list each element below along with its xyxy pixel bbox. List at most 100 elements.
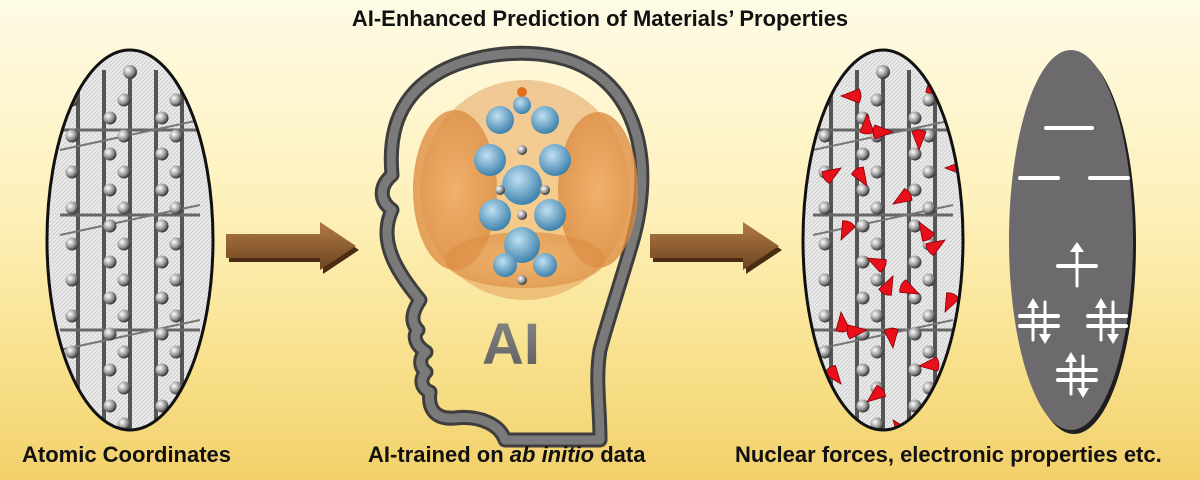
atom-sphere: [103, 255, 117, 269]
atom-sphere: [876, 65, 890, 79]
atom-sphere: [517, 275, 527, 285]
atom-sphere: [517, 210, 527, 220]
atom-sphere: [856, 183, 870, 197]
atom-sphere: [870, 165, 884, 179]
ai-label: AI: [482, 312, 540, 377]
atom-sphere: [65, 309, 79, 323]
atom-sphere: [870, 201, 884, 215]
orbital-density-cloud: [413, 80, 638, 300]
atom-sphere: [517, 145, 527, 155]
energy-levels-panel: [1009, 50, 1136, 434]
orbital-lobe: [534, 199, 566, 231]
atom-sphere: [169, 201, 183, 215]
atom-sphere: [169, 129, 183, 143]
atom-sphere: [103, 399, 117, 413]
force-cone: [851, 166, 868, 187]
atom-sphere: [922, 165, 936, 179]
spin-up-arrowhead-icon: [1070, 242, 1084, 252]
atomic-structure-panel: [45, 48, 215, 432]
orbital-lobe: [513, 96, 531, 114]
atom-sphere: [155, 399, 169, 413]
atom-sphere: [155, 363, 169, 377]
atom-sphere: [65, 345, 79, 359]
force-cone: [939, 382, 955, 405]
force-cone: [883, 327, 899, 350]
force-cone: [839, 88, 862, 104]
orbital-lobe: [502, 165, 542, 205]
atom-sphere: [856, 291, 870, 305]
atom-sphere: [117, 165, 131, 179]
atom-sphere: [169, 417, 183, 430]
diagram-title: AI-Enhanced Prediction of Materials’ Pro…: [351, 6, 849, 31]
atom-sphere: [495, 185, 505, 195]
force-cone: [925, 239, 946, 256]
atom-sphere: [818, 129, 832, 143]
atom-sphere: [818, 201, 832, 215]
caption-ai-suffix: data: [594, 442, 646, 467]
atom-sphere: [117, 93, 131, 107]
atom-sphere: [540, 185, 550, 195]
caption-output-properties: Nuclear forces, electronic properties et…: [735, 442, 1162, 467]
atom-sphere: [818, 273, 832, 287]
orbital-lobe: [531, 106, 559, 134]
atom-sphere: [870, 237, 884, 251]
atom-sphere: [65, 165, 79, 179]
atom-sphere: [908, 219, 922, 233]
ai-head-icon: AI: [374, 45, 650, 448]
atom-sphere: [856, 255, 870, 269]
atom-sphere: [117, 129, 131, 143]
orbital-lobe: [486, 106, 514, 134]
atom-sphere: [922, 345, 936, 359]
output-arrow: [650, 222, 782, 274]
atom-sphere: [155, 147, 169, 161]
atom-sphere: [922, 273, 936, 287]
atom-sphere: [103, 327, 117, 341]
filled-level-right: [1086, 298, 1128, 344]
force-cone: [866, 257, 887, 273]
force-cone: [878, 275, 894, 296]
atom-sphere: [517, 87, 527, 97]
atom-sphere: [818, 345, 832, 359]
atom-sphere: [922, 309, 936, 323]
input-arrow: [226, 222, 359, 274]
orbital-lobe: [533, 253, 557, 277]
atom-sphere: [117, 381, 131, 395]
atom-sphere: [155, 219, 169, 233]
atom-sphere: [818, 417, 832, 430]
atom-sphere: [155, 111, 169, 125]
atom-sphere: [169, 237, 183, 251]
atom-sphere: [117, 309, 131, 323]
atom-sphere: [856, 363, 870, 377]
atom-sphere: [818, 237, 832, 251]
atom-sphere: [169, 165, 183, 179]
atomic-lattice: [59, 65, 201, 430]
atom-sphere: [103, 219, 117, 233]
force-cone: [840, 220, 856, 241]
force-cone: [866, 384, 886, 403]
atom-sphere: [169, 309, 183, 323]
atom-sphere: [922, 93, 936, 107]
atom-sphere: [856, 147, 870, 161]
force-cone: [917, 356, 940, 372]
atom-sphere: [870, 309, 884, 323]
atom-sphere: [117, 273, 131, 287]
energy-level-diagram: [1018, 126, 1130, 398]
atom-sphere: [155, 291, 169, 305]
atom-sphere: [65, 417, 79, 430]
atom-sphere: [908, 255, 922, 269]
atom-sphere: [908, 363, 922, 377]
atom-sphere: [117, 417, 131, 430]
atom-sphere: [155, 327, 169, 341]
force-cone: [911, 129, 927, 152]
atom-sphere: [155, 255, 169, 269]
orbital-lobe: [504, 227, 540, 263]
atom-sphere: [169, 93, 183, 107]
atom-sphere: [103, 111, 117, 125]
atom-sphere: [908, 111, 922, 125]
orbital-lobe: [479, 199, 511, 231]
atom-sphere: [870, 273, 884, 287]
atom-sphere: [117, 237, 131, 251]
orbital-lobe: [493, 253, 517, 277]
atom-sphere: [123, 65, 137, 79]
